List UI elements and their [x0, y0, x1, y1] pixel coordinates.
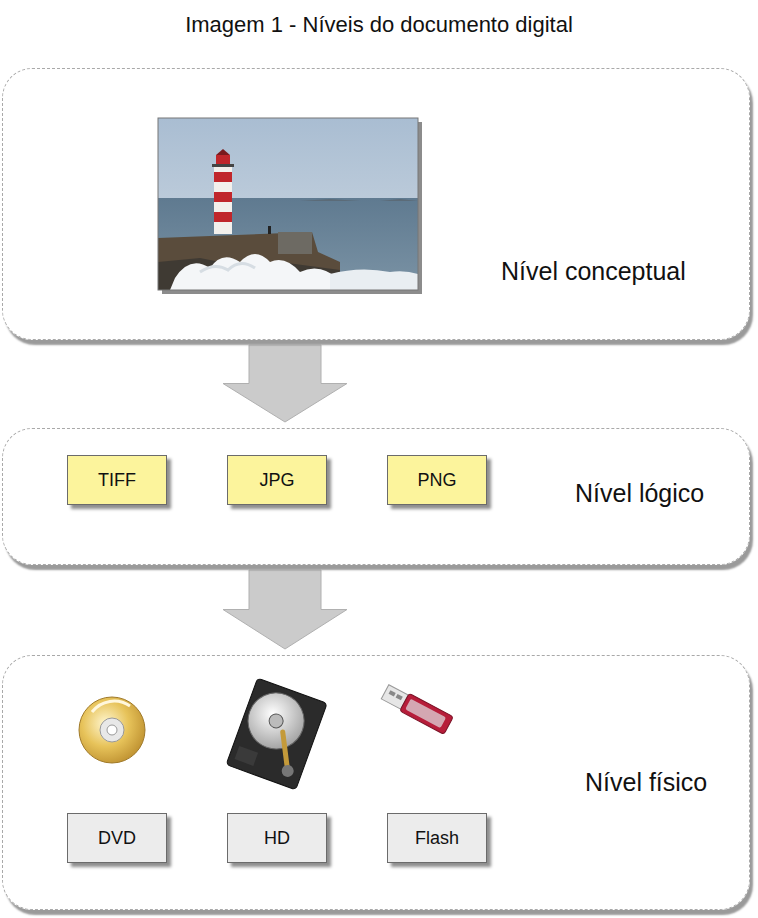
- lighthouse-photo: [214, 166, 232, 234]
- block-arrow: [223, 570, 347, 649]
- hard-disk-icon: [235, 746, 259, 766]
- flash-drive-icon: [380, 683, 453, 734]
- dvd-icon: [79, 697, 145, 763]
- format-label: DVD: [98, 828, 136, 849]
- level-label: Nível lógico: [575, 479, 704, 508]
- dvd-icon: [100, 718, 124, 742]
- format-box: HD: [227, 813, 327, 863]
- level-band: Nível lógico TIFF JPG PNG: [2, 428, 750, 565]
- lighthouse-photo: [214, 192, 232, 202]
- format-label: PNG: [417, 470, 456, 491]
- format-label: JPG: [259, 470, 294, 491]
- level-band: Nível físicoDVD HD Flash: [2, 655, 750, 910]
- lighthouse-photo: [330, 269, 418, 290]
- level-label: Nível físico: [585, 768, 707, 797]
- dvd-icon: [107, 725, 117, 735]
- lighthouse-photo: [170, 254, 340, 290]
- level-label: Nível conceptual: [501, 257, 686, 286]
- format-label: TIFF: [98, 470, 136, 491]
- hard-disk-icon: [240, 685, 312, 757]
- lighthouse-photo: [158, 118, 418, 290]
- format-box: DVD: [67, 813, 167, 863]
- hard-disk-icon: [271, 732, 300, 771]
- block-arrow: [223, 345, 347, 422]
- diagram-title: Imagem 1 - Níveis do documento digital: [0, 12, 758, 38]
- lighthouse-photo: [158, 232, 340, 290]
- lighthouse-photo: [268, 226, 271, 234]
- lighthouse-photo: [214, 172, 232, 182]
- hard-disk-icon: [226, 678, 327, 790]
- format-box: TIFF: [67, 455, 167, 505]
- format-box: JPG: [227, 455, 327, 505]
- lighthouse-photo: [158, 198, 418, 290]
- format-box: PNG: [387, 455, 487, 505]
- hard-disk-icon: [226, 678, 327, 790]
- lighthouse-photo: [200, 263, 255, 272]
- lighthouse-photo: [158, 118, 422, 294]
- flash-drive-icon: [405, 699, 446, 728]
- lighthouse-photo: [300, 199, 360, 201]
- dvd-icon: [92, 701, 130, 712]
- flash-drive-icon: [389, 690, 396, 696]
- format-label: HD: [264, 828, 290, 849]
- lighthouse-photo: [214, 212, 232, 222]
- hard-disk-icon: [280, 763, 295, 778]
- format-box: Flash: [387, 813, 487, 863]
- lighthouse-photo: [216, 149, 230, 155]
- dvd-icon: [79, 697, 145, 763]
- lighthouse-photo: [278, 232, 312, 254]
- lighthouse-photo: [380, 199, 418, 201]
- flash-drive-icon: [396, 694, 403, 700]
- level-band: Nível conceptual: [2, 68, 750, 340]
- lighthouse-photo: [158, 118, 418, 290]
- format-label: Flash: [415, 828, 459, 849]
- lighthouse-photo: [212, 164, 234, 167]
- flash-drive-icon: [400, 693, 454, 734]
- hard-disk-icon: [267, 712, 285, 730]
